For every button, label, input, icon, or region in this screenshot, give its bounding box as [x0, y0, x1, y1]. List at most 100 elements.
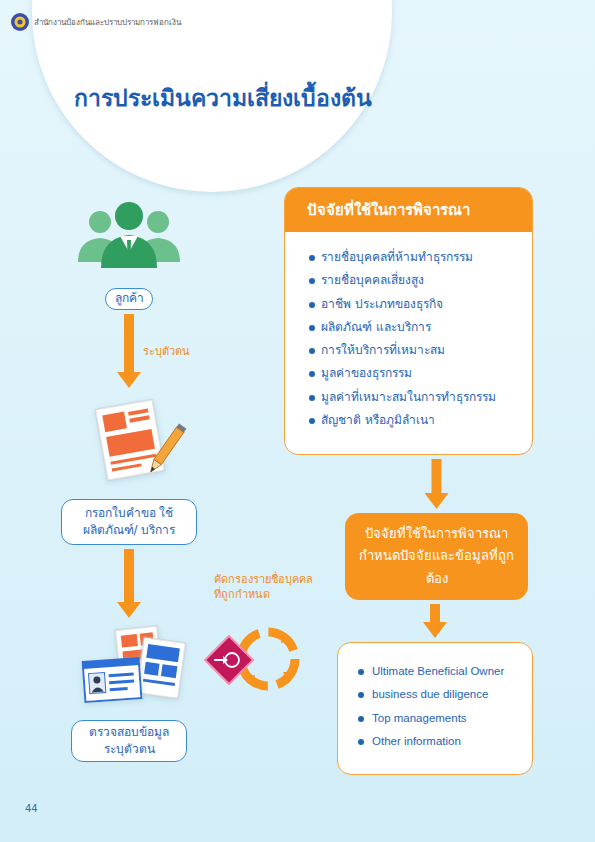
process-box: ปัจจัยที่ใช้ในการพิจารณา กำหนดปัจจัยและข…: [345, 513, 528, 600]
bullet-dot: [309, 278, 315, 284]
documents-icon: [83, 658, 139, 669]
customer-people-icon: [78, 202, 180, 268]
documents-icon: [121, 634, 138, 648]
documents-icon: [110, 687, 128, 691]
form-icon: [147, 423, 186, 474]
bullet-text: business due diligence: [372, 688, 488, 700]
bullet-dot: [358, 692, 364, 698]
customer-people-icon: [89, 211, 111, 233]
rounded-outline: กรอกใบคำขอ ใช้ผลิตภัณฑ์/ บริการ: [61, 499, 197, 545]
list-item: Other information: [338, 730, 532, 753]
box-text: ลูกค้า: [115, 290, 144, 307]
documents-icon: [161, 664, 178, 678]
info-list-box: Ultimate Beneficial Owner business due di…: [337, 642, 533, 775]
documents-icon: [92, 687, 104, 692]
title-circle: [32, 0, 392, 192]
screening-cycle-symbol: [283, 672, 294, 683]
flow-arrow: [432, 459, 442, 509]
bullet-text: การให้บริการที่เหมาะสม: [321, 343, 445, 357]
list-item: มูลค่าที่เหมาะสมในการทำธุรกรรม: [285, 386, 532, 409]
form-icon: [176, 423, 186, 432]
form-icon: [147, 460, 161, 475]
form-icon: [110, 454, 156, 465]
documents-icon: [83, 658, 142, 702]
rounded-outline: ตรวจสอบข้อมูล ระบุตัวตน: [71, 720, 187, 762]
edge-label: ระบุตัวตน: [143, 342, 190, 360]
rounded-outline: ลูกค้า: [105, 288, 153, 310]
logo-emblem: [18, 20, 23, 25]
logo-emblem: [11, 13, 29, 31]
bullet-dot: [358, 669, 364, 675]
bullet-text: มูลค่าของธุรกรรม: [321, 366, 412, 380]
bullet-dot: [309, 255, 315, 261]
list-item: รายชื่อบุคคลที่ห้ามทำธุรกรรม: [285, 246, 532, 269]
screening-cycle-symbol: [243, 675, 255, 685]
form-icon: [106, 429, 155, 457]
bullet-text: Top managements: [372, 712, 467, 724]
panel-heading: ปัจจัยที่ใช้ในการพิจารณา: [307, 198, 470, 222]
form-icon: [95, 400, 165, 481]
bullet-dot: [309, 418, 315, 424]
bullet-text: Ultimate Beneficial Owner: [372, 665, 504, 677]
screening-diamond-symbol: [205, 636, 253, 684]
bullet-text: รายชื่อบุคคลเสี่ยงสูง: [321, 273, 424, 287]
screening-diamond-symbol: [205, 636, 253, 684]
bullet-text: มูลค่าที่เหมาะสมในการทำธุรกรรม: [321, 390, 496, 404]
form-icon: [129, 415, 149, 422]
box-text: กรอกใบคำขอ ใช้ผลิตภัณฑ์/ บริการ: [68, 505, 190, 540]
bullet-list: รายชื่อบุคคลที่ห้ามทำธุรกรรมรายชื่อบุคคล…: [285, 232, 532, 432]
documents-icon: [93, 676, 100, 683]
documents-icon: [143, 679, 175, 686]
header-text: สำนักงานป้องกันและปราบปรามการฟอกเงิน: [34, 17, 294, 28]
list-item: รายชื่อบุคคลเสี่ยงสูง: [285, 269, 532, 292]
flow-arrow: [124, 314, 134, 388]
bullet-dot: [309, 348, 315, 354]
form-icon: [102, 412, 127, 433]
bullet-dot: [309, 325, 315, 331]
bullet-dot: [309, 395, 315, 401]
bullet-dot: [358, 716, 364, 722]
form-icon: [154, 427, 184, 465]
logo-emblem: [15, 17, 26, 28]
form-icon: [95, 400, 186, 481]
form-icon: [95, 400, 165, 481]
documents-icon: [83, 658, 142, 702]
list-item: มูลค่าของธุรกรรม: [285, 362, 532, 385]
bullet-dot: [309, 371, 315, 377]
diagram-title: การประเมินความเสี่ยงเบื้องต้น: [74, 80, 372, 116]
list-item: Ultimate Beneficial Owner: [338, 660, 532, 683]
bullet-text: สัญชาติ หรือภูมิลำเนา: [321, 413, 435, 427]
bullet-text: อาชีพ ประเภทของธุรกิจ: [321, 297, 443, 311]
screening-cycle-symbol: [281, 633, 293, 643]
bullet-dot: [309, 302, 315, 308]
list-item: อาชีพ ประเภทของธุรกิจ: [285, 293, 532, 316]
screening-diamond-symbol: [223, 656, 228, 664]
header-band: ปัจจัยที่ใช้ในการพิจารณา: [285, 188, 532, 232]
logo-emblem: [11, 13, 29, 31]
list-item: การให้บริการที่เหมาะสม: [285, 339, 532, 362]
box-text: ปัจจัยที่ใช้ในการพิจารณา กำหนดปัจจัยและข…: [355, 523, 518, 589]
customer-people-icon: [101, 235, 157, 268]
documents-icon: [88, 673, 105, 694]
documents-icon: [109, 672, 134, 677]
form-icon: [128, 408, 148, 415]
customer-people-icon: [147, 211, 169, 233]
documents-icon: [136, 637, 185, 698]
bullet-text: Other information: [372, 735, 461, 747]
flow-arrow: [124, 549, 134, 618]
list-item: ผลิตภัณฑ์ และบริการ: [285, 316, 532, 339]
factor-panel: ปัจจัยที่ใช้ในการพิจารณารายชื่อบุคคลที่ห…: [284, 187, 533, 455]
flow-arrow: [430, 604, 440, 638]
list-item: business due diligence: [338, 683, 532, 706]
form-icon: [112, 463, 142, 471]
documents-icon: [109, 679, 134, 684]
customer-people-icon: [115, 202, 143, 230]
form-icon: [149, 467, 155, 473]
documents-icon: [144, 662, 160, 676]
process-box: กรอกใบคำขอ ใช้ผลิตภัณฑ์/ บริการ: [61, 392, 197, 545]
box-text: ตรวจสอบข้อมูล ระบุตัวตน: [78, 724, 180, 759]
